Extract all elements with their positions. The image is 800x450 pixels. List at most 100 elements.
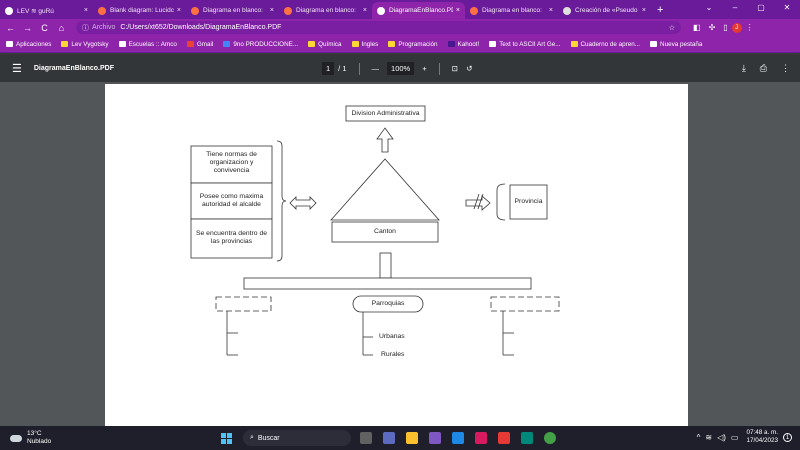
tab[interactable]: LEV ≋ guRú×: [0, 2, 93, 19]
more-options-icon[interactable]: ⋮: [781, 63, 790, 73]
bookmark-item[interactable]: Gmail: [186, 41, 213, 48]
dashed-box-right: [490, 296, 560, 312]
parroquias-oval: [352, 295, 424, 313]
avatar[interactable]: J: [731, 22, 742, 33]
print-icon[interactable]: ⎙: [759, 63, 767, 73]
bookmark-label: 9no PRODUCCIONE...: [233, 40, 299, 48]
bookmark-icon: [388, 41, 396, 47]
zoom-in-button[interactable]: +: [422, 64, 427, 73]
url-field[interactable]: ⓘ Archivo C:/Users/xt652/Downloads/Diagr…: [76, 21, 681, 34]
tab[interactable]: Diagrama en blanco:×: [186, 2, 279, 19]
sidepanel-icon[interactable]: ▯: [723, 23, 728, 32]
close-tab-icon[interactable]: ×: [83, 7, 88, 14]
url-text[interactable]: C:/Users/xt652/Downloads/DiagramaEnBlanc…: [120, 24, 282, 31]
bookmark-item[interactable]: Lev Vygotsky: [61, 40, 109, 48]
mail-icon[interactable]: [452, 432, 464, 444]
bookmark-item[interactable]: Nueva pestaña: [650, 41, 702, 48]
close-tab-icon[interactable]: ×: [362, 7, 367, 14]
left-box-label: Posee como maxima autoridad el alcalde: [199, 193, 264, 208]
zoom-out-button[interactable]: —: [371, 64, 380, 73]
opera-icon[interactable]: [498, 432, 510, 444]
bookmark-item[interactable]: Química: [308, 41, 342, 48]
page-number-input[interactable]: 1: [322, 62, 335, 75]
kebab-menu-icon[interactable]: ⋮: [745, 23, 754, 32]
bookmark-item[interactable]: Text to ASCII Art Ge...: [489, 41, 561, 48]
close-tab-icon[interactable]: ×: [641, 7, 646, 14]
left-box-2: [190, 182, 273, 220]
bookmark-item[interactable]: Ingles: [351, 41, 378, 48]
tab[interactable]: Creación de «Pseudo×: [558, 2, 651, 19]
download-icon[interactable]: ⤓: [741, 63, 746, 73]
bookmark-item[interactable]: 9no PRODUCCIONE...: [223, 41, 298, 48]
minimize-button[interactable]: –: [732, 3, 738, 12]
bookmark-icon: [447, 41, 455, 47]
bookmark-label: Lev Vygotsky: [71, 40, 109, 48]
taskbar-search[interactable]: ⌕ Buscar: [243, 430, 351, 446]
bookmark-icon: [6, 41, 13, 47]
bookmark-item[interactable]: Cuaderno de apren...: [570, 41, 640, 48]
forward-button[interactable]: →: [23, 22, 32, 33]
canton-box: [331, 221, 439, 243]
date: 17/04/2023: [746, 437, 778, 444]
fit-page-icon[interactable]: ⊡: [451, 64, 458, 73]
pdf-filename: DiagramaEnBlanco.PDF: [33, 65, 115, 72]
tab-search-icon[interactable]: ⌄: [705, 3, 713, 12]
bookmark-item[interactable]: Kahoot!: [447, 40, 480, 48]
tab-label: DiagramaEnBlanco.PD: [389, 7, 453, 14]
page-total: 1: [342, 64, 347, 73]
rurales-label: Rurales: [381, 351, 405, 358]
provincia-label: Provincia: [514, 198, 543, 205]
media-icon[interactable]: [429, 432, 441, 444]
teams-icon[interactable]: [383, 432, 395, 444]
extension-icon[interactable]: ◧: [693, 23, 701, 32]
close-tab-icon[interactable]: ×: [548, 7, 553, 14]
bookmark-icon: [61, 41, 69, 47]
file-explorer-icon[interactable]: [406, 432, 418, 444]
bookmark-label: Programación: [398, 40, 438, 48]
tab[interactable]: Blank diagram: Lucidc×: [93, 2, 186, 19]
rotate-icon[interactable]: ↺: [466, 64, 473, 73]
tab-favicon-icon: [98, 6, 106, 15]
bookmark-item[interactable]: Escuelas :: Amco: [118, 41, 177, 48]
edge-icon[interactable]: [521, 432, 533, 444]
tab[interactable]: DiagramaEnBlanco.PD×: [372, 2, 465, 19]
close-window-button[interactable]: ✕: [783, 3, 791, 12]
window-controls: ⌄ – ▢ ✕: [696, 0, 800, 19]
volume-icon[interactable]: ◁): [717, 432, 726, 442]
instagram-icon[interactable]: [475, 432, 487, 444]
battery-icon[interactable]: ▭: [730, 432, 739, 442]
close-tab-icon[interactable]: ×: [269, 7, 274, 14]
canton-triangle: [330, 158, 440, 221]
right-arrow-icon: [465, 195, 491, 211]
tab[interactable]: Diagrama en blanco:×: [465, 2, 558, 19]
back-button[interactable]: ←: [6, 22, 15, 33]
weather-widget[interactable]: 13°C Nublado: [10, 430, 51, 446]
reload-button[interactable]: C: [41, 22, 48, 33]
notification-icon[interactable]: 1: [783, 432, 792, 442]
tab-strip: LEV ≋ guRú×Blank diagram: Lucidc×Diagram…: [0, 0, 800, 19]
zoom-input[interactable]: 100%: [387, 62, 415, 75]
new-tab-button[interactable]: +: [657, 4, 664, 16]
wifi-icon[interactable]: ≋: [705, 432, 713, 442]
puzzle-icon[interactable]: ✣: [708, 23, 716, 32]
tab-favicon-icon: [5, 6, 13, 15]
pdf-viewer[interactable]: Division Administrativa Tiene normas de …: [0, 82, 800, 426]
bookmark-item[interactable]: Aplicaciones: [6, 41, 51, 48]
info-icon[interactable]: ⓘ: [82, 24, 89, 32]
maximize-button[interactable]: ▢: [757, 3, 765, 12]
clock[interactable]: 07:48 a. m. 17/04/2023: [746, 429, 778, 445]
task-view-icon[interactable]: [360, 432, 372, 444]
windows-start-icon[interactable]: [221, 433, 232, 444]
bookmark-item[interactable]: Programación: [388, 40, 438, 48]
menu-icon[interactable]: ☰: [12, 63, 22, 75]
close-tab-icon[interactable]: ×: [176, 7, 181, 14]
bookmark-label: Kahoot!: [457, 40, 480, 48]
chrome-icon[interactable]: [544, 432, 556, 444]
bookmarks-bar: Aplicaciones Lev Vygotsky Escuelas :: Amco…: [0, 36, 800, 53]
tab[interactable]: Diagrama en blanco:×: [279, 2, 372, 19]
bookmark-star-icon[interactable]: ☆: [668, 24, 675, 32]
close-tab-icon[interactable]: ×: [455, 7, 460, 14]
tray-overflow-icon[interactable]: ^: [696, 432, 701, 442]
home-button[interactable]: ⌂: [58, 22, 65, 33]
pinned-apps: [360, 432, 567, 444]
